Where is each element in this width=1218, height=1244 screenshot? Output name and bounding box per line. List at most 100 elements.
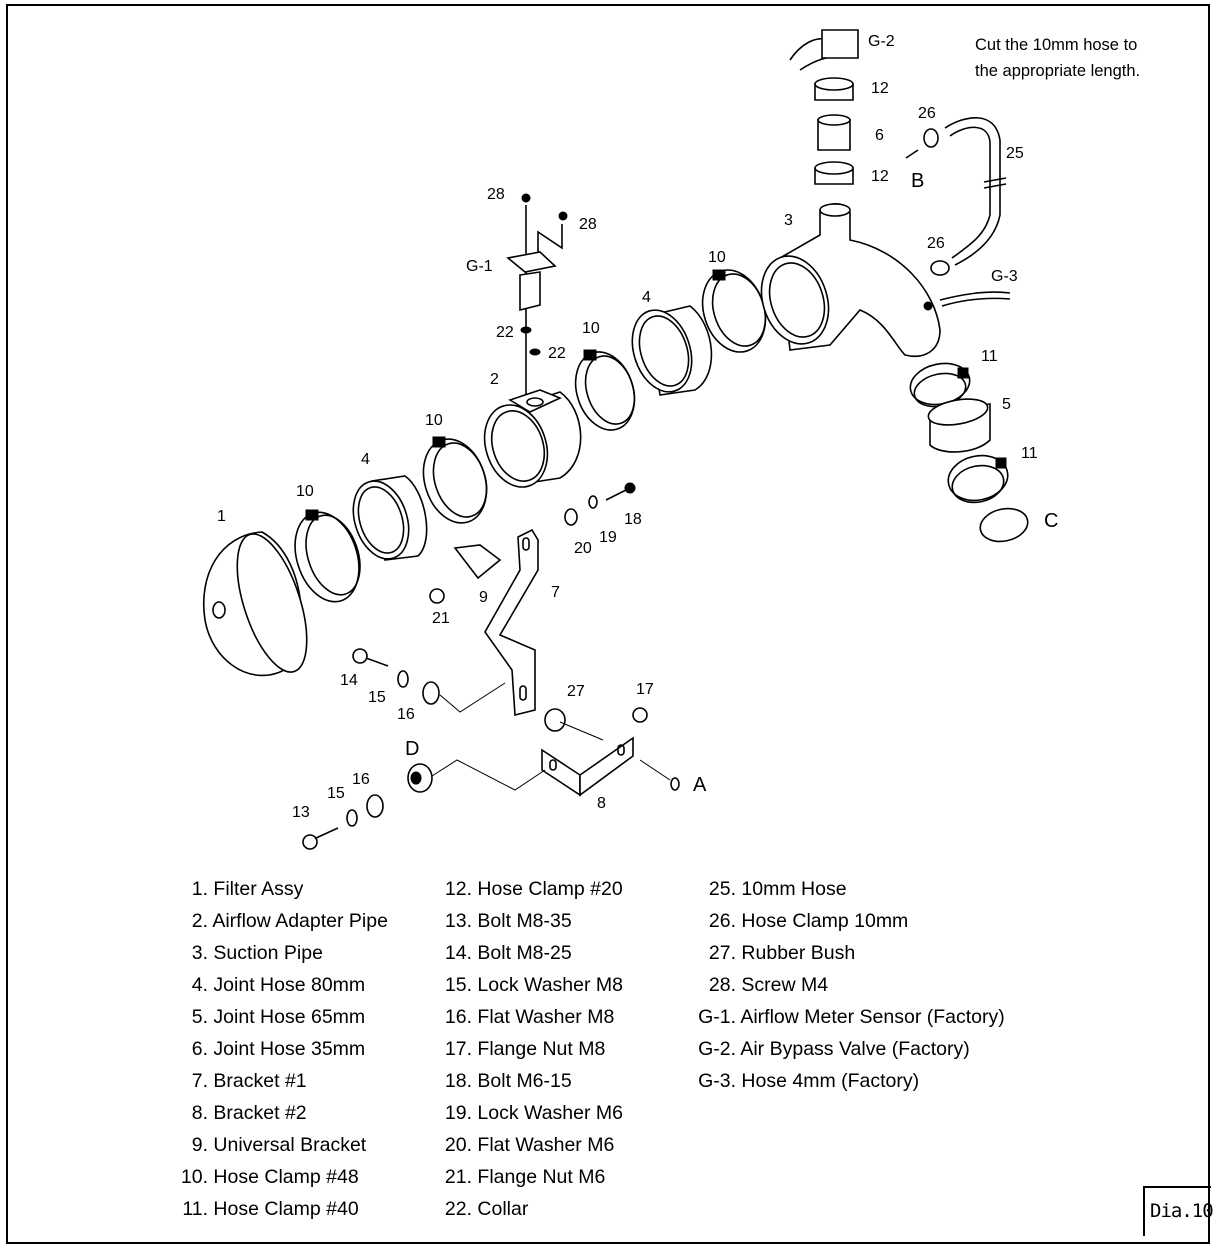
callout-11b: 11 — [1021, 445, 1038, 462]
callout-13: 13 — [292, 804, 310, 821]
hose-clamp-48-b — [422, 436, 488, 524]
legend-item: 22. Collar — [432, 1193, 623, 1225]
legend-item-number: 5. — [191, 1006, 208, 1028]
legend-item: 3. Suction Pipe — [168, 937, 388, 969]
callout-26b: 26 — [927, 235, 945, 252]
legend-item-name: Bracket #2 — [213, 1102, 307, 1124]
flange-nut-m8 — [632, 707, 648, 723]
callout-22a: 22 — [496, 324, 514, 341]
legend-item: 28. Screw M4 — [684, 969, 1005, 1001]
legend-item-number: 10. — [180, 1166, 208, 1188]
callout-10b: 10 — [425, 412, 443, 429]
rubber-bush — [544, 708, 566, 732]
legend-item: 21. Flange Nut M6 — [432, 1161, 623, 1193]
legend-item-number: 7. — [191, 1070, 208, 1092]
callout-15b: 15 — [327, 785, 345, 802]
bolt-m8-35 — [302, 827, 339, 850]
callout-4b: 4 — [642, 289, 651, 306]
callout-g1: G-1 — [466, 258, 493, 275]
universal-bracket — [453, 544, 502, 580]
hose-clamp-40-b — [947, 454, 1009, 504]
legend-item: 7. Bracket #1 — [168, 1065, 388, 1097]
legend-item: G-2. Air Bypass Valve (Factory) — [684, 1033, 1005, 1065]
callout-19: 19 — [599, 529, 617, 546]
legend-item-number: 1. — [191, 878, 208, 900]
legend-item-name: Bolt M6-15 — [477, 1070, 572, 1092]
legend-item-number: 12. — [444, 878, 472, 900]
legend-item: 5. Joint Hose 65mm — [168, 1001, 388, 1033]
hose-clamp-10-b — [930, 260, 950, 276]
callout-8: 8 — [597, 795, 606, 812]
legend-item-number: 4. — [191, 974, 208, 996]
callout-20: 20 — [574, 540, 592, 557]
joint-hose-80-a — [352, 475, 428, 561]
legend-item-name: Lock Washer M6 — [477, 1102, 623, 1124]
legend-item: G-3. Hose 4mm (Factory) — [684, 1065, 1005, 1097]
callout-14: 14 — [340, 672, 358, 689]
bracket-1 — [484, 528, 539, 717]
legend-item-number: 8. — [191, 1102, 208, 1124]
legend-item-name: Flat Washer M6 — [477, 1134, 615, 1156]
joint-hose-80-b — [631, 305, 713, 396]
callout-17: 17 — [636, 681, 654, 698]
note-line-1: Cut the 10mm hose to — [975, 36, 1138, 54]
callout-12b: 12 — [871, 168, 889, 185]
callout-b: B — [911, 170, 924, 192]
legend-item-name: Filter Assy — [213, 878, 304, 900]
legend-item-name: Bracket #1 — [213, 1070, 307, 1092]
callout-d: D — [405, 738, 419, 760]
air-bypass-valve — [789, 29, 859, 71]
legend-item-name: Joint Hose 35mm — [213, 1038, 366, 1060]
bracket-2 — [541, 736, 634, 797]
legend-item-number: 26. — [708, 910, 736, 932]
callout-26a: 26 — [918, 105, 936, 122]
callout-15a: 15 — [368, 689, 386, 706]
flat-washer-m8-a — [422, 681, 440, 705]
legend-item-name: Universal Bracket — [213, 1134, 367, 1156]
legend-item-name: Bolt M8-35 — [477, 910, 572, 932]
callout-3: 3 — [784, 212, 793, 229]
legend-item-number: 19. — [444, 1102, 472, 1124]
callout-10a: 10 — [296, 483, 314, 500]
callout-2: 2 — [490, 371, 499, 388]
hose-10mm — [944, 117, 1007, 266]
hose-clamp-20-b — [814, 161, 854, 185]
legend-item-name: Screw M4 — [741, 974, 829, 996]
legend-item-number: G-3. — [698, 1070, 736, 1092]
bolt-m8-25 — [352, 648, 389, 667]
legend-item-number: 18. — [444, 1070, 472, 1092]
legend-item: 15. Lock Washer M8 — [432, 969, 623, 1001]
legend-item-number: 27. — [708, 942, 736, 964]
legend-item: 16. Flat Washer M8 — [432, 1001, 623, 1033]
callout-7: 7 — [551, 584, 560, 601]
legend-item-name: Flange Nut M6 — [477, 1166, 606, 1188]
legend-item-name: Hose Clamp #40 — [213, 1198, 359, 1220]
hose-clamp-48-d — [701, 269, 767, 353]
airflow-meter-sensor — [506, 193, 568, 395]
hose-clamp-10-a — [905, 128, 939, 159]
legend-item: G-1. Airflow Meter Sensor (Factory) — [684, 1001, 1005, 1033]
legend-item-number: 17. — [444, 1038, 472, 1060]
callout-c: C — [1044, 510, 1058, 532]
ref-d-bush — [407, 763, 433, 793]
callout-22b: 22 — [548, 345, 566, 362]
callout-28b: 28 — [579, 216, 597, 233]
legend-item: 4. Joint Hose 80mm — [168, 969, 388, 1001]
legend-item: 6. Joint Hose 35mm — [168, 1033, 388, 1065]
legend-item-number: 20. — [444, 1134, 472, 1156]
legend-item-number: 14. — [444, 942, 472, 964]
filter-assy — [203, 531, 308, 677]
legend-item-name: Joint Hose 80mm — [213, 974, 366, 996]
legend-item-number: 2. — [191, 910, 208, 932]
instruction-note: Cut the 10mm hose to the appropriate len… — [975, 32, 1195, 84]
legend-item: 20. Flat Washer M6 — [432, 1129, 623, 1161]
legend-item: 8. Bracket #2 — [168, 1097, 388, 1129]
legend-item: 2. Airflow Adapter Pipe — [168, 905, 388, 937]
callout-21: 21 — [432, 610, 450, 627]
legend-item-name: Lock Washer M8 — [477, 974, 623, 996]
hose-clamp-48-a — [294, 509, 361, 603]
flat-washer-m8-b — [366, 794, 384, 818]
legend-item-name: Airflow Adapter Pipe — [212, 910, 388, 932]
legend-item-number: 9. — [191, 1134, 208, 1156]
